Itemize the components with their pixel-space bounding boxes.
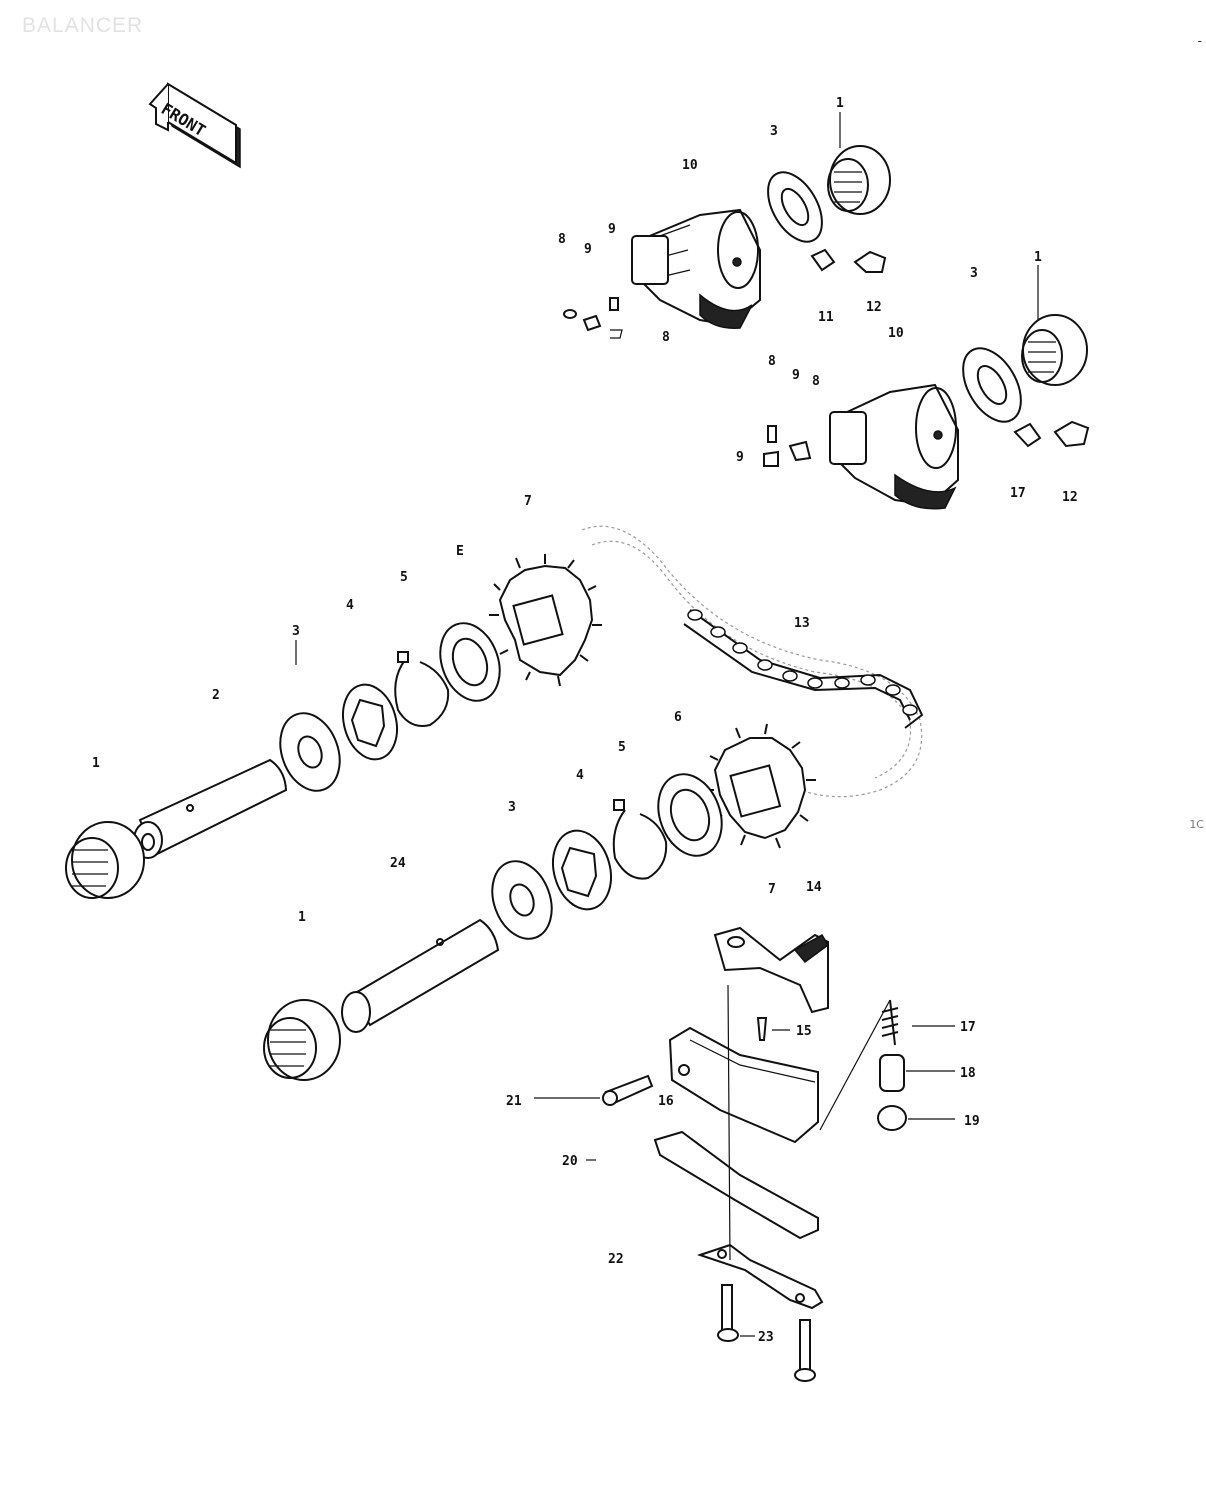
callout-label: 2	[212, 688, 220, 703]
callout-label: 18	[960, 1066, 976, 1081]
callout-label: 8	[768, 354, 776, 369]
callout-label: 5	[400, 570, 408, 585]
callout-label: 10	[888, 326, 904, 341]
callout-label: 16	[658, 1094, 674, 1109]
callout-label: 24	[390, 856, 406, 871]
lower-sprocket	[704, 723, 816, 849]
callout-label: 9	[736, 450, 744, 465]
upper-balancer-weight	[631, 208, 761, 329]
lower-small-parts	[763, 420, 1090, 467]
page-number: 1C	[1189, 818, 1204, 831]
callout-label: 21	[506, 1094, 522, 1109]
callout-label: 11	[818, 310, 834, 325]
callout-label: 14	[806, 880, 822, 895]
callout-label: 17	[960, 1020, 976, 1035]
callout-label: 8	[662, 330, 670, 345]
upper-shaft-bearing	[65, 821, 145, 899]
callout-label: E	[456, 544, 464, 559]
callout-label: 9	[608, 222, 616, 237]
upper-needle-bearing	[827, 145, 891, 215]
callout-label: 1	[298, 910, 306, 925]
callout-label: 22	[608, 1252, 624, 1267]
callout-label: 4	[576, 768, 584, 783]
callout-label: 6	[674, 710, 682, 725]
callout-label: 12	[1062, 490, 1078, 505]
upper-shaft-parts	[133, 622, 501, 859]
upper-sprocket	[489, 554, 602, 687]
lower-shaft-parts	[341, 773, 723, 1033]
chain-guide-assembly	[602, 926, 907, 1382]
callout-label: 9	[584, 242, 592, 257]
callout-label: 3	[508, 800, 516, 815]
leader-lines	[295, 112, 1039, 1337]
callout-label: 15	[796, 1024, 812, 1039]
callout-label: 5	[618, 740, 626, 755]
upper-thrust-washer	[767, 171, 823, 243]
corner-mark: -	[1197, 34, 1202, 48]
callout-label: 8	[812, 374, 820, 389]
callout-label: 3	[292, 624, 300, 639]
lower-needle-bearing	[1021, 314, 1088, 386]
callout-label: 3	[770, 124, 778, 139]
callout-label: 20	[562, 1154, 578, 1169]
callout-label: 12	[866, 300, 882, 315]
callout-label: 8	[558, 232, 566, 247]
front-arrow-badge: FRONT	[148, 82, 241, 169]
callout-label: 7	[768, 882, 776, 897]
callout-label: 1	[1034, 250, 1042, 265]
upper-small-parts	[563, 248, 887, 339]
callout-label: 7	[524, 494, 532, 509]
callout-label: 10	[682, 158, 698, 173]
callout-labels: 1 3 10 8 9 9 8 11 12 3 1 10 8 9 8 9 17 1…	[92, 96, 1078, 1345]
callout-label: 17	[1010, 486, 1026, 501]
lower-thrust-washer	[962, 347, 1022, 423]
lower-shaft-bearing	[263, 999, 341, 1081]
lower-balancer-weight	[828, 383, 959, 510]
callout-label: 9	[792, 368, 800, 383]
callout-label: 1	[836, 96, 844, 111]
balancer-chain	[581, 525, 924, 798]
callout-label: 13	[794, 616, 810, 631]
callout-label: 19	[964, 1114, 980, 1129]
callout-label: 1	[92, 756, 100, 771]
callout-label: 23	[758, 1330, 774, 1345]
callout-label: 4	[346, 598, 354, 613]
page-title: BALANCER	[22, 14, 144, 37]
callout-label: 3	[970, 266, 978, 281]
